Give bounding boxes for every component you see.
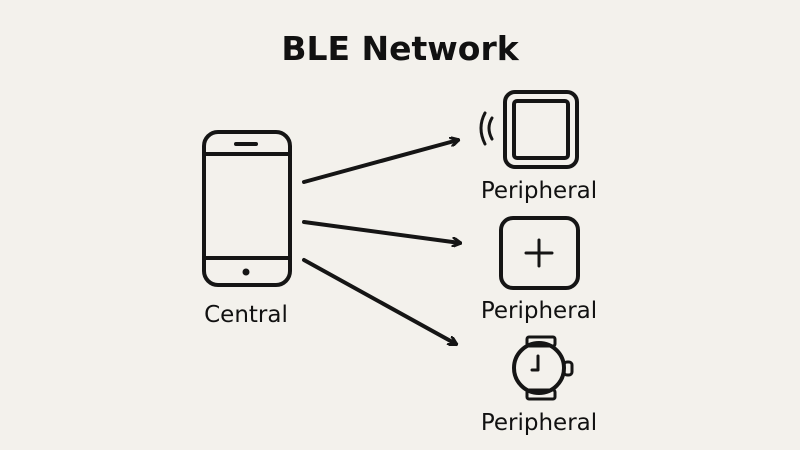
diagram-title: BLE Network bbox=[281, 29, 519, 68]
arrow-to-peripheral-2 bbox=[302, 220, 460, 243]
central-label: Central bbox=[204, 302, 288, 328]
smartphone-icon bbox=[202, 130, 292, 287]
wearable-device-signal-icon bbox=[479, 90, 579, 169]
peripheral-label-1: Peripheral bbox=[481, 178, 597, 204]
arrow-to-peripheral-1 bbox=[302, 140, 458, 184]
peripheral-label-2: Peripheral bbox=[481, 298, 597, 324]
connection-arrows bbox=[302, 140, 460, 344]
arrow-to-peripheral-3 bbox=[302, 258, 456, 344]
medical-device-plus-icon bbox=[499, 216, 580, 290]
peripheral-label-3: Peripheral bbox=[481, 410, 597, 436]
smartwatch-icon bbox=[512, 335, 574, 401]
